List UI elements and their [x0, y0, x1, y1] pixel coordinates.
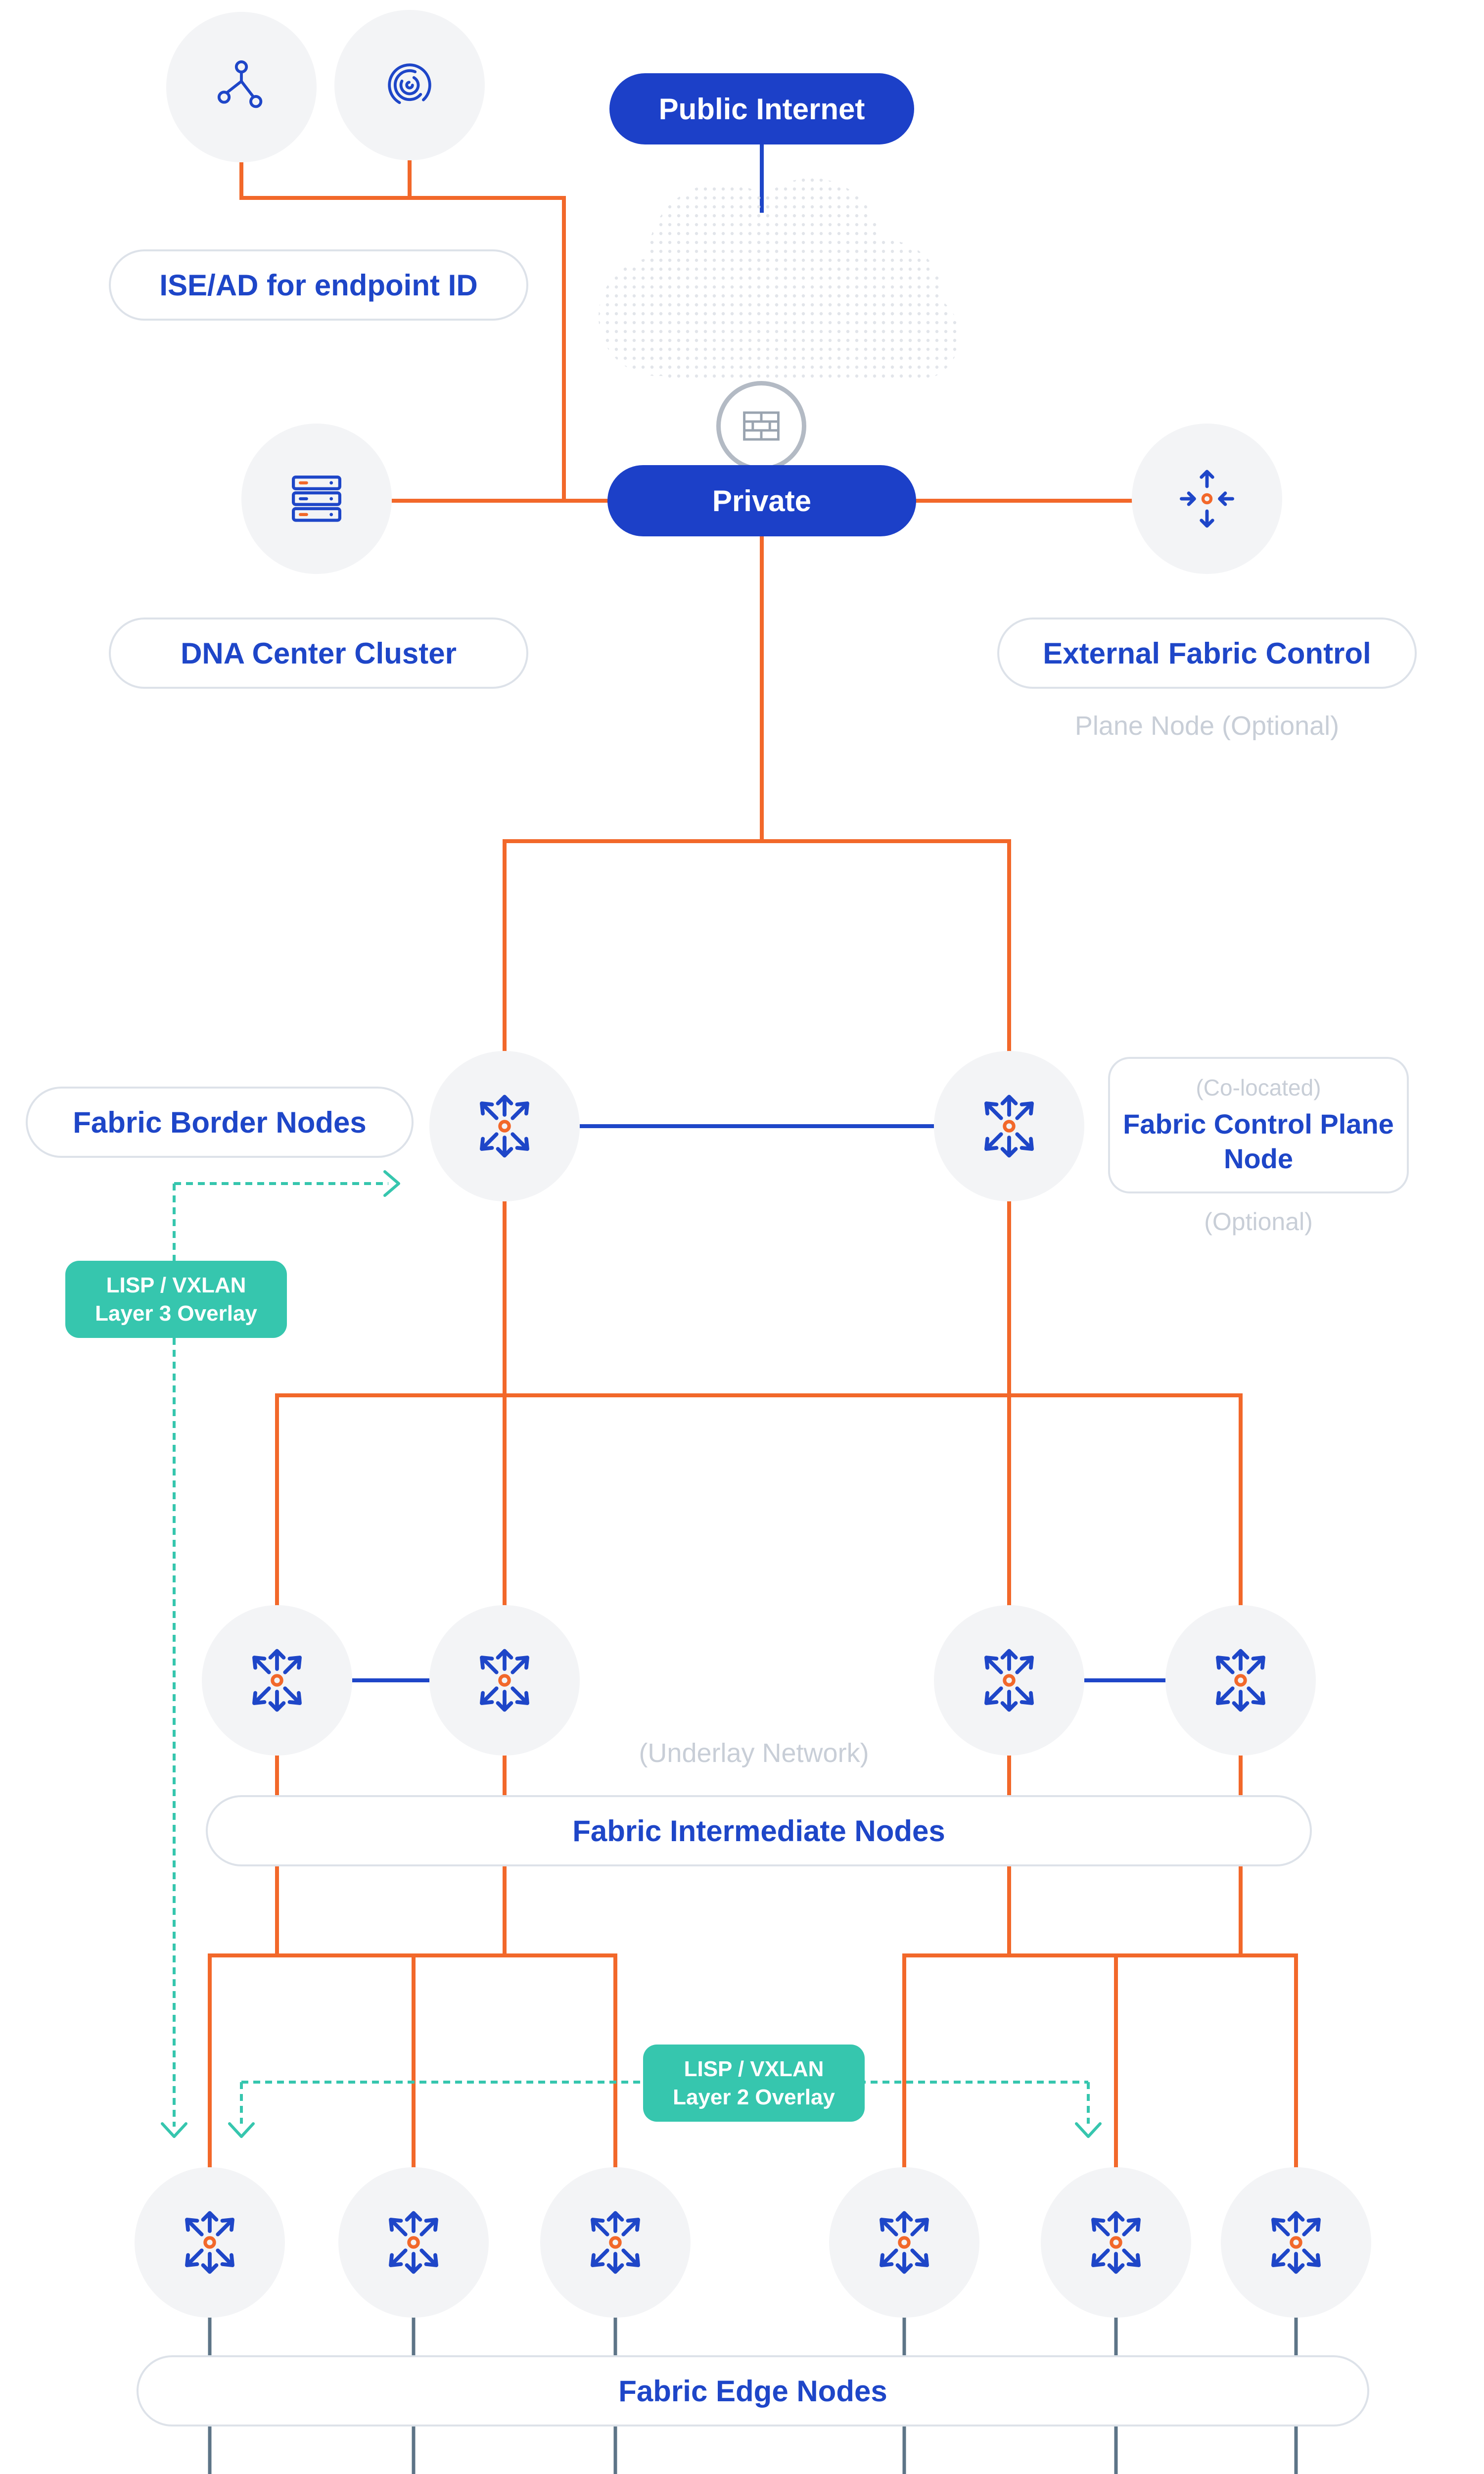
public-internet-label: Public Internet	[658, 92, 865, 126]
firewall-node	[716, 381, 806, 471]
layer2-overlay-line2: Layer 2 Overlay	[673, 2085, 835, 2109]
fabric-border-node-1	[429, 1051, 580, 1201]
fabric-intermediate-node-2	[429, 1605, 580, 1756]
private-pill: Private	[607, 465, 916, 536]
private-label: Private	[712, 484, 812, 518]
layer2-overlay-line1: LISP / VXLAN	[684, 2056, 824, 2081]
fabric-node-icon	[967, 1084, 1051, 1168]
fabric-border-pill: Fabric Border Nodes	[26, 1087, 414, 1158]
dna-center-label: DNA Center Cluster	[181, 636, 457, 670]
fabric-border-node-2	[934, 1051, 1084, 1201]
fabric-node-icon	[463, 1084, 547, 1168]
server-stack-icon	[279, 462, 354, 536]
fingerprint-icon	[375, 50, 444, 120]
layer3-overlay-line1: LISP / VXLAN	[106, 1273, 246, 1297]
layer3-overlay-badge: LISP / VXLAN Layer 3 Overlay	[65, 1261, 287, 1338]
external-control-node	[1132, 424, 1282, 574]
fabric-edge-label: Fabric Edge Nodes	[618, 2374, 887, 2408]
network-topology-icon	[207, 52, 276, 122]
fabric-intermediate-node-3	[934, 1605, 1084, 1756]
layer2-overlay-badge: LISP / VXLAN Layer 2 Overlay	[643, 2045, 865, 2122]
endpoint-id-node	[334, 10, 485, 160]
layer3-overlay-line2: Layer 3 Overlay	[95, 1301, 257, 1326]
external-control-icon	[1170, 462, 1244, 536]
fabric-node-icon	[1199, 1638, 1283, 1722]
dna-center-pill: DNA Center Cluster	[109, 618, 528, 689]
fabric-edge-node-1	[135, 2167, 285, 2318]
fabric-node-icon	[463, 1638, 547, 1722]
dna-center-node	[241, 424, 392, 574]
orange-links	[208, 160, 1298, 2171]
external-control-pill: External Fabric Control	[997, 618, 1417, 689]
fabric-border-label: Fabric Border Nodes	[73, 1105, 367, 1139]
external-control-subnote: Plane Node (Optional)	[1074, 711, 1340, 741]
fabric-node-icon	[573, 2200, 657, 2284]
colocated-label: Fabric Control Plane Node	[1123, 1108, 1394, 1174]
external-control-label: External Fabric Control	[1043, 636, 1371, 670]
fabric-intermediate-pill: Fabric Intermediate Nodes	[206, 1795, 1312, 1866]
fabric-node-icon	[1074, 2200, 1158, 2284]
ise-node	[166, 12, 317, 162]
fabric-edge-pill: Fabric Edge Nodes	[137, 2355, 1369, 2426]
fabric-edge-node-2	[338, 2167, 489, 2318]
colocated-control-plane-box: (Co-located) Fabric Control Plane Node	[1108, 1057, 1409, 1193]
colocated-note: (Co-located)	[1196, 1075, 1321, 1100]
blue-links	[352, 144, 1165, 1682]
fabric-node-icon	[1254, 2200, 1338, 2284]
colocated-optional-note: (Optional)	[1204, 1208, 1313, 1236]
fabric-intermediate-label: Fabric Intermediate Nodes	[572, 1814, 945, 1848]
fabric-node-icon	[235, 1638, 319, 1722]
underlay-network-note: (Underlay Network)	[639, 1738, 869, 1768]
teal-overlay-links	[161, 1170, 1102, 2138]
ise-ad-label: ISE/AD for endpoint ID	[159, 268, 478, 302]
fabric-node-icon	[967, 1638, 1051, 1722]
fabric-edge-node-5	[1041, 2167, 1191, 2318]
fabric-edge-node-3	[540, 2167, 691, 2318]
fabric-edge-node-4	[829, 2167, 979, 2318]
fabric-node-icon	[862, 2200, 946, 2284]
firewall-icon	[732, 397, 790, 455]
fabric-node-icon	[371, 2200, 456, 2284]
public-internet-pill: Public Internet	[609, 73, 914, 144]
fabric-intermediate-node-4	[1165, 1605, 1316, 1756]
fabric-intermediate-node-1	[202, 1605, 352, 1756]
fabric-node-icon	[168, 2200, 252, 2284]
ise-ad-pill: ISE/AD for endpoint ID	[109, 249, 528, 321]
fabric-edge-node-6	[1221, 2167, 1371, 2318]
